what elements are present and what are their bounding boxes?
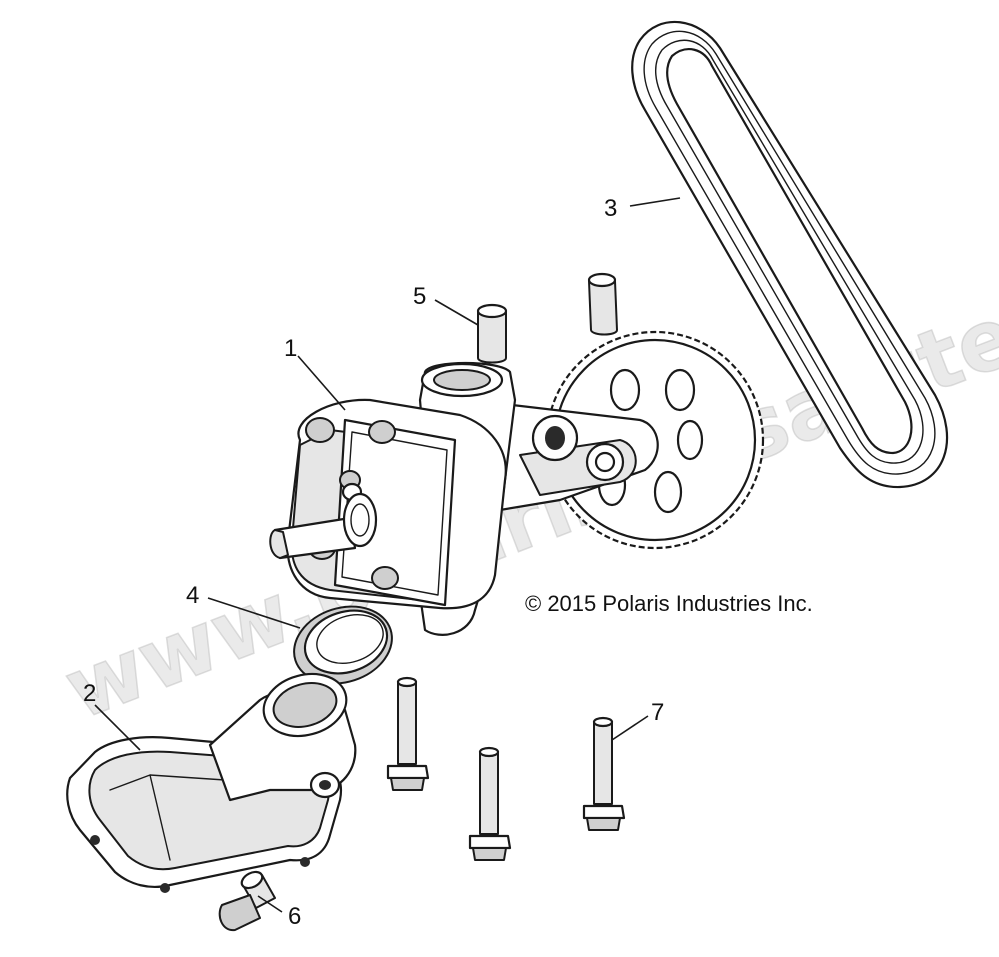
- callout-5: 5: [413, 283, 426, 310]
- part-4-seal-ring: [293, 605, 393, 685]
- callout-6: 6: [288, 903, 301, 930]
- part-5-dowel-pins: [476, 272, 618, 364]
- bolt-7a: [386, 676, 430, 791]
- part-3-drive-belt: [631, 20, 949, 489]
- leader-lines: [94, 197, 681, 913]
- copyright-notice: © 2015 Polaris Industries Inc.: [525, 591, 813, 616]
- part-7-flange-bolts: [386, 676, 626, 861]
- part-1-oil-pump: [269, 361, 659, 636]
- bolt-7c: [582, 716, 626, 831]
- bolt-7b: [468, 746, 512, 861]
- part-2-oil-strainer: [66, 672, 357, 893]
- part-6-bolt: [218, 870, 276, 932]
- callout-7: 7: [651, 699, 664, 726]
- callout-4: 4: [186, 582, 199, 609]
- callout-2: 2: [83, 680, 96, 707]
- callout-1: 1: [284, 335, 297, 362]
- callout-3: 3: [604, 195, 617, 222]
